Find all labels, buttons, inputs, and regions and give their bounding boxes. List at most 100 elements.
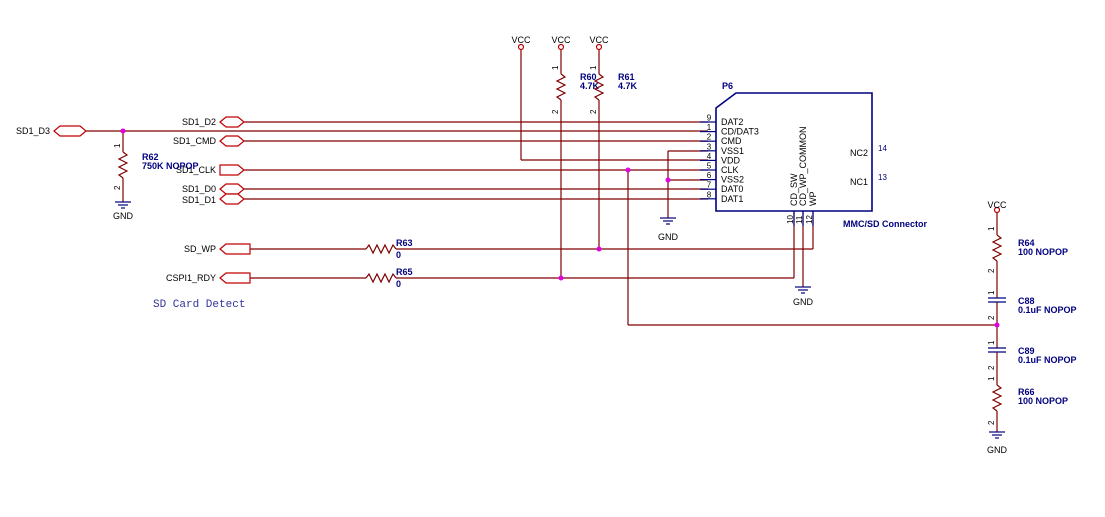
resistor-ref: R63 <box>396 238 413 248</box>
pin-mark: 1 <box>551 65 560 70</box>
pin-number-13: 13 <box>878 173 887 182</box>
pin-name-clk: CLK <box>721 165 739 175</box>
resistor-value: 4.7K <box>580 81 600 91</box>
net-label-sd-wp: SD_WP <box>184 244 216 254</box>
vcc-symbol-4: VCC <box>987 200 1007 214</box>
pin-mark: 2 <box>551 109 560 114</box>
pin-mark: 1 <box>987 340 996 345</box>
pin-number-1: 1 <box>707 123 712 132</box>
pin-name-dat1: DAT1 <box>721 194 743 204</box>
vcc-label: VCC <box>551 35 571 45</box>
junction <box>596 246 602 252</box>
port-sd1-d1[interactable]: SD1_D1 <box>182 193 245 205</box>
pin-name-nc2: NC2 <box>850 148 868 158</box>
pin-mark: 1 <box>113 143 122 148</box>
port-sd1-cmd[interactable]: SD1_CMD <box>173 135 245 147</box>
resistor-r63[interactable]: R63 0 <box>365 238 413 260</box>
pin-name-dat0: DAT0 <box>721 184 743 194</box>
pin-mark: 2 <box>987 315 996 320</box>
resistor-ref: R62 <box>142 152 159 162</box>
resistor-ref: R64 <box>1018 238 1035 248</box>
gnd-label: GND <box>658 232 679 242</box>
vcc-label: VCC <box>511 35 531 45</box>
pin-number-2: 2 <box>707 133 712 142</box>
capacitor-c89[interactable]: 1 2 C89 0.1uF NOPOP <box>987 340 1077 370</box>
pin-mark: 2 <box>987 420 996 425</box>
connector-ref: P6 <box>722 81 733 91</box>
resistor-r64[interactable]: 1 2 R64 100 NOPOP <box>987 225 1068 273</box>
pin-name-cd-dat3: CD/DAT3 <box>721 127 759 137</box>
pin-number-3: 3 <box>707 142 712 151</box>
pin-mark: 2 <box>987 268 996 273</box>
pin-name-dat2: DAT2 <box>721 117 743 127</box>
net-label-sd1-d1: SD1_D1 <box>182 195 216 205</box>
port-sd1-d3[interactable]: SD1_D3 <box>16 125 87 137</box>
resistor-value: 750K NOPOP <box>142 161 199 171</box>
resistor-ref: R61 <box>618 72 635 82</box>
pin-mark: 1 <box>987 226 996 231</box>
pin-number-4: 4 <box>707 152 712 161</box>
port-sd1-d0[interactable]: SD1_D0 <box>182 183 245 195</box>
connector-right-pins: NC2 14 NC1 13 <box>850 144 887 187</box>
junctions <box>120 128 1000 328</box>
capacitor-ref: C89 <box>1018 346 1035 356</box>
gnd-symbol-4: GND <box>987 431 1008 455</box>
net-label-sd1-d3: SD1_D3 <box>16 126 50 136</box>
resistor-r66[interactable]: 1 2 R66 100 NOPOP <box>987 375 1068 425</box>
vcc-label: VCC <box>589 35 609 45</box>
port-cspi1-rdy[interactable]: CSPI1_RDY <box>166 272 251 284</box>
resistor-ref: R60 <box>580 72 597 82</box>
pin-number-5: 5 <box>707 162 712 171</box>
pin-number-12: 12 <box>805 215 814 224</box>
pin-number-10: 10 <box>786 215 795 224</box>
net-label-cspi1-rdy: CSPI1_RDY <box>166 273 216 283</box>
wires <box>86 48 998 432</box>
pin-mark: 1 <box>589 65 598 70</box>
net-label-sd1-d2: SD1_D2 <box>182 117 216 127</box>
gnd-label: GND <box>113 211 134 221</box>
connector-name: MMC/SD Connector <box>843 219 927 229</box>
pin-number-7: 7 <box>707 181 712 190</box>
capacitor-c88[interactable]: 1 2 C88 0.1uF NOPOP <box>987 290 1077 320</box>
pin-name-vss1: VSS1 <box>721 146 744 156</box>
pin-mark: 2 <box>987 365 996 370</box>
pin-name-nc1: NC1 <box>850 177 868 187</box>
vcc-label: VCC <box>987 200 1007 210</box>
junction <box>994 322 1000 328</box>
vcc-symbol-2: VCC <box>551 35 571 51</box>
capacitor-value: 0.1uF NOPOP <box>1018 355 1077 365</box>
sd-card-detect-note: SD Card Detect <box>153 299 245 311</box>
resistor-value: 100 NOPOP <box>1018 247 1068 257</box>
vcc-symbol-1: VCC <box>511 35 531 51</box>
capacitor-value: 0.1uF NOPOP <box>1018 305 1077 315</box>
pin-number-8: 8 <box>707 190 712 199</box>
junction <box>665 177 671 183</box>
pin-name-cd-wp-common: CD_WP_COMMON <box>798 126 808 206</box>
vcc-symbol-3: VCC <box>589 35 609 51</box>
resistor-r61[interactable]: 1 2 R61 4.7K <box>589 65 638 114</box>
gnd-symbol-1: GND <box>113 201 134 221</box>
resistor-value: 4.7K <box>618 81 638 91</box>
gnd-label: GND <box>987 445 1008 455</box>
resistor-r62[interactable]: 1 2 R62 750K NOPOP <box>113 142 199 190</box>
resistor-r65[interactable]: R65 0 <box>365 267 413 289</box>
pin-name-cd-sw: CD_SW <box>789 173 799 206</box>
net-label-sd1-d0: SD1_D0 <box>182 184 216 194</box>
net-label-sd1-clk: SD1_CLK <box>176 165 216 175</box>
resistor-r60[interactable]: 1 2 R60 4.7K <box>551 65 600 114</box>
resistor-value: 100 NOPOP <box>1018 396 1068 406</box>
resistor-value: 0 <box>396 279 401 289</box>
junction <box>558 275 564 281</box>
net-label-sd1-cmd: SD1_CMD <box>173 136 217 146</box>
port-sd1-clk[interactable]: SD1_CLK <box>176 164 245 176</box>
pin-mark: 2 <box>113 185 122 190</box>
pin-mark: 2 <box>589 109 598 114</box>
port-sd1-d2[interactable]: SD1_D2 <box>182 116 245 128</box>
resistor-ref: R66 <box>1018 387 1035 397</box>
pin-name-cmd: CMD <box>721 136 742 146</box>
port-sd-wp[interactable]: SD_WP <box>184 243 251 255</box>
junction <box>120 128 126 134</box>
